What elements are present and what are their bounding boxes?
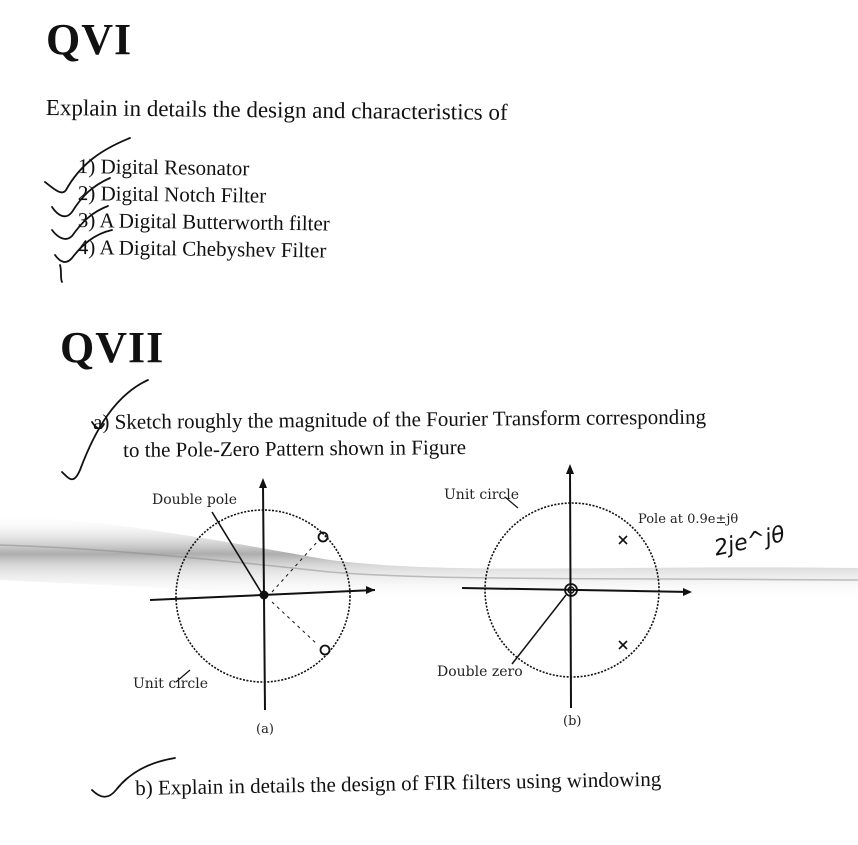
figure-a-unit-circle xyxy=(175,509,351,683)
figure-b-pole-lower-marker xyxy=(618,640,628,650)
qvi-heading: QVI xyxy=(46,15,133,64)
handwritten-check-marks xyxy=(44,137,176,798)
figure-a-double-pole-marker xyxy=(259,590,269,600)
figure-b-unit-circle-leader xyxy=(504,496,519,509)
check-mark-qvii-a-small-icon xyxy=(91,421,105,430)
figure-b-caption: (b) xyxy=(563,714,582,729)
figure-a-zero-radius-upper xyxy=(271,540,319,593)
figure-b-double-zero-leader xyxy=(511,594,567,665)
figure-a-caption: (a) xyxy=(256,722,274,737)
check-mark-2-icon xyxy=(51,177,111,218)
figure-a-imag-axis-arrow-icon xyxy=(259,478,267,488)
figure-a-zero-upper-marker xyxy=(317,531,329,543)
qvii-heading: QVII xyxy=(60,323,165,372)
check-mark-1-icon xyxy=(44,137,131,194)
figure-b-real-axis-arrow-icon xyxy=(683,588,692,596)
figure-b-unit-circle-label: Unit circle xyxy=(444,487,519,503)
check-mark-qvii-a-icon xyxy=(61,379,149,481)
check-mark-qvii-b-icon xyxy=(91,757,176,798)
figure-a-zero-radius-lower xyxy=(271,601,319,646)
figure-b-pole-upper-marker xyxy=(618,535,628,545)
figure-b-pole-label: Pole at 0.9e±jθ xyxy=(638,512,739,527)
figure-b-unit-circle xyxy=(484,502,660,678)
check-mark-tail-icon xyxy=(59,264,63,283)
check-mark-4-icon xyxy=(54,229,113,263)
figure-b-double-zero-label: Double zero xyxy=(437,664,523,680)
figure-a-diagram xyxy=(149,478,376,711)
figure-b-double-zero-inner-marker xyxy=(567,586,575,594)
figure-a-double-pole-label: Double pole xyxy=(152,492,237,508)
figure-b-imag-axis-arrow-icon xyxy=(566,464,574,474)
figure-a-double-pole-leader xyxy=(211,511,262,593)
figure-a-unit-circle-label: Unit circle xyxy=(133,676,208,692)
figure-a-real-axis-arrow-icon xyxy=(366,586,375,594)
figure-a-unit-circle-leader xyxy=(175,669,191,683)
figure-b-real-axis xyxy=(461,587,691,593)
figure-b-double-zero-outer-marker xyxy=(564,583,578,597)
figure-b-diagram xyxy=(461,464,692,709)
figure-b-imag-axis xyxy=(569,469,572,709)
figure-a-zero-lower-marker xyxy=(319,644,331,656)
check-mark-3-icon xyxy=(51,205,109,240)
